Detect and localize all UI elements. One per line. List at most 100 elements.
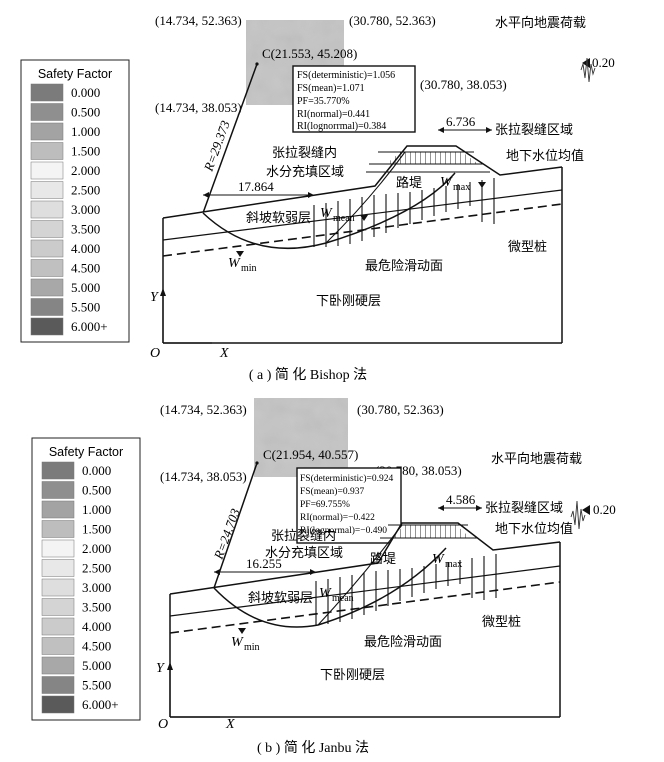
legend-b-swatches: 0.0000.5001.0001.5002.0002.5003.0003.500…: [41, 461, 119, 714]
panel-b-w-mean-sub: mean: [332, 593, 354, 604]
panel-b-grid-top-left: (14.734, 52.363): [160, 402, 247, 417]
panel-a-ground-surface: [162, 145, 563, 219]
legend-b-title: Safety Factor: [49, 445, 123, 459]
legend-swatch: [30, 122, 64, 141]
legend-value-label: 4.000: [71, 241, 100, 256]
panel-a-info-fs-det: FS(deterministic)=1.056: [297, 70, 395, 81]
panel-b-label-micropile: 微型桩: [482, 614, 521, 629]
panel-b-info-lines: FS(deterministic)=0.924 FS(mean)=0.937 P…: [300, 473, 393, 536]
legend-value-label: 2.500: [82, 561, 111, 576]
panel-b-radius-label: R=24.703: [210, 506, 243, 562]
panel-a-w-mean-marker: [360, 215, 368, 221]
panel-b-label-crack-water-2: 水分充填区域: [265, 545, 343, 560]
panel-a-w-mean: W: [320, 206, 333, 221]
panel-b-seismic-arrow-icon: [582, 505, 590, 515]
legend-swatch: [41, 520, 75, 538]
legend-value-label: 3.500: [82, 600, 111, 615]
legend-swatch: [30, 200, 64, 219]
panel-b-label-seismic: 水平向地震荷载: [491, 451, 582, 466]
panel-a-dim-left: 17.864: [238, 179, 274, 194]
panel-b-crack-zone-hatch: [392, 525, 470, 538]
panel-b-label-slip-surface: 最危险滑动面: [364, 634, 442, 649]
legend-value-label: 2.000: [71, 163, 100, 178]
panel-b-w-max: W: [432, 552, 445, 567]
panel-b-slip-secondary: [317, 524, 403, 626]
legend-swatch: [30, 142, 64, 160]
panel-a-info-fs-mean: FS(mean)=1.071: [297, 83, 365, 94]
panel-a-label-embankment: 路堤: [396, 175, 422, 190]
panel-a-info-ri-normal: RI(normal)=0.441: [297, 109, 370, 120]
panel-b-info-fs-det: FS(deterministic)=0.924: [300, 473, 393, 484]
legend-a-title: Safety Factor: [38, 67, 112, 81]
panel-b-grid-bottom-left: (14.734, 38.053): [160, 469, 247, 484]
legend-value-label: 2.000: [82, 541, 111, 556]
panel-a-info-lines: FS(deterministic)=1.056 FS(mean)=1.071 P…: [297, 70, 395, 132]
panel-b-label-weak-layer: 斜坡软弱层: [248, 590, 313, 605]
panel-b-label-crack-water-1: 张拉裂缝内: [271, 528, 336, 543]
panel-b-grid-top-right: (30.780, 52.363): [357, 402, 444, 417]
legend-value-label: 6.000+: [82, 697, 119, 712]
panel-a-ground-fill: [163, 146, 562, 343]
panel-a-w-min-marker: [236, 251, 244, 257]
legend-swatch: [41, 637, 75, 655]
legend-swatch: [41, 500, 75, 519]
legend-a-swatches: 0.0000.5001.0001.5002.0002.5003.0003.500…: [30, 83, 108, 336]
panel-b-seismic-value: 0.20: [593, 502, 616, 517]
panel-a-micropiles: [313, 178, 495, 247]
panel-b-info-pf: PF=69.755%: [300, 500, 350, 510]
legend-value-label: 4.500: [82, 639, 111, 654]
panel-a-radius-line: [202, 63, 258, 214]
panel-a-w-max: W: [440, 175, 453, 190]
panel-a-label-weak-layer: 斜坡软弱层: [246, 210, 311, 225]
legend-swatch: [30, 239, 64, 258]
panel-a-info-pf: PF=35.770%: [297, 96, 350, 107]
panel-b-seismic-wave-icon: [570, 500, 586, 530]
panel-a-label-seismic: 水平向地震荷载: [495, 15, 586, 30]
panel-a-center-label: C(21.553, 45.208): [262, 46, 357, 61]
panel-b-dim-left: 16.255: [246, 556, 282, 571]
legend-swatch: [41, 481, 75, 499]
panel-b-w-min-marker: [238, 628, 246, 634]
legend-swatch: [41, 676, 75, 694]
legend-value-label: 5.500: [82, 678, 111, 693]
panel-a-slip-secondary: [325, 151, 406, 244]
legend-swatch: [30, 278, 64, 297]
panel-a-w-max-marker: [478, 182, 486, 188]
panel-b-info-fs-mean: FS(mean)=0.937: [300, 486, 364, 497]
legend-value-label: 2.500: [71, 183, 100, 198]
legend-value-label: 4.500: [71, 261, 100, 276]
panel-a-info-ri-lognormal: RI(lognorrmal)=0.384: [297, 121, 386, 132]
legend-swatch: [41, 578, 75, 597]
legend-swatch: [30, 317, 64, 336]
panel-a-axis-x: X: [219, 346, 229, 361]
panel-b-dim-right: 4.586: [446, 492, 476, 507]
legend-value-label: 0.000: [82, 463, 111, 478]
legend-value-label: 0.500: [82, 483, 111, 498]
panel-b-w-max-sub: max: [445, 559, 462, 570]
legend-value-label: 0.000: [71, 85, 100, 100]
legend-swatch: [41, 617, 75, 636]
panel-b-ground-fill: [170, 523, 560, 717]
panel-a-axis-y: Y: [150, 290, 160, 305]
legend-swatch: [41, 559, 75, 577]
panel-b-caption: ( b ) 简 化 Janbu 法: [257, 739, 369, 756]
legend-swatch: [30, 298, 64, 316]
panel-b-origin: O: [158, 717, 168, 732]
panel-b-weak-layer-line: [169, 565, 561, 617]
panel-a-w-min-sub: min: [241, 263, 257, 274]
panel-a-w-mean-sub: mean: [333, 213, 355, 224]
panel-b-info-box: [296, 467, 402, 544]
panel-a-caption: ( a ) 简 化 Bishop 法: [249, 366, 367, 383]
legend-value-label: 1.000: [71, 124, 100, 139]
panel-b-ground-surface: [169, 522, 561, 595]
panel-a-seismic-wave-icon: [580, 57, 596, 83]
legend-value-label: 1.500: [82, 522, 111, 537]
legend-swatch: [41, 656, 75, 675]
panel-a-grid-top-right: (30.780, 52.363): [349, 13, 436, 28]
legend-swatch: [41, 461, 75, 480]
panel-a-w-max-sub: max: [453, 182, 470, 193]
panel-b-w-mean: W: [319, 586, 332, 601]
legend-swatch: [30, 181, 64, 199]
legend-value-label: 3.000: [82, 580, 111, 595]
